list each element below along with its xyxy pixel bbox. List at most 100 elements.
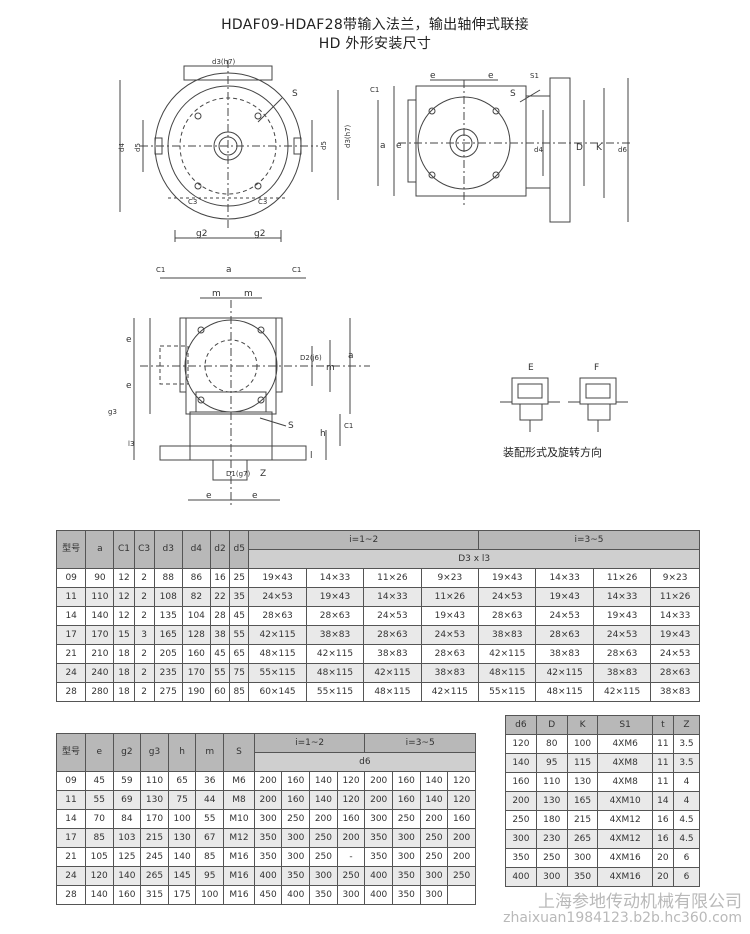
table-cell: 160 bbox=[281, 771, 311, 791]
table-cell: 200 bbox=[447, 828, 476, 848]
table-cell: 90 bbox=[85, 568, 115, 588]
table-cell: 350 bbox=[392, 866, 421, 886]
table-cell: 18 bbox=[113, 682, 135, 702]
table-cell: 140 bbox=[167, 847, 197, 867]
table-cell: 11 bbox=[651, 753, 674, 773]
table-cell: 300 bbox=[336, 885, 366, 905]
table-cell: 160 bbox=[336, 809, 366, 829]
table-cell: 300 bbox=[392, 847, 421, 867]
table-cell: 75 bbox=[167, 790, 197, 810]
column-header: d2 bbox=[209, 530, 231, 569]
table-cell: 300 bbox=[419, 866, 449, 886]
table-cell: 45 bbox=[229, 606, 250, 626]
table-cell: 250 bbox=[505, 810, 537, 830]
table-cell: M16 bbox=[223, 866, 255, 886]
column-header: 型号 bbox=[55, 530, 87, 569]
table-cell: 45 bbox=[84, 771, 114, 791]
table-cell: 115 bbox=[566, 753, 599, 773]
table-cell: 140 bbox=[505, 753, 537, 773]
column-header: d3 bbox=[153, 530, 183, 569]
label-g2-right: g2 bbox=[254, 229, 265, 239]
table-cell: 42×115 bbox=[592, 682, 652, 702]
table-cell: 275 bbox=[153, 682, 183, 702]
table-cell: 190 bbox=[181, 682, 211, 702]
label-a-vert: a bbox=[348, 351, 354, 361]
table-cell: 48×115 bbox=[305, 663, 365, 683]
table-cell: 11×26 bbox=[650, 587, 700, 607]
label-m-right: m bbox=[244, 289, 253, 299]
table-cell: 19×43 bbox=[478, 568, 537, 588]
table-cell: 67 bbox=[195, 828, 225, 848]
side-view bbox=[377, 77, 630, 223]
table-cell: 250 bbox=[419, 828, 449, 848]
table-cell: 38×83 bbox=[592, 663, 652, 683]
table-cell: 120 bbox=[447, 771, 476, 791]
table-cell: 2 bbox=[133, 606, 155, 626]
table-cell: 42×115 bbox=[420, 682, 480, 702]
table-cell: 38×83 bbox=[478, 625, 537, 645]
table-cell: 60×145 bbox=[248, 682, 307, 702]
table-cell: 140 bbox=[309, 771, 338, 791]
table-cell: 300 bbox=[281, 847, 311, 867]
table-cell: 110 bbox=[85, 587, 115, 607]
table-cell: 140 bbox=[84, 885, 114, 905]
table-cell: 400 bbox=[364, 885, 394, 905]
table-cell: M10 bbox=[223, 809, 255, 829]
table-cell: 3 bbox=[133, 625, 155, 645]
label-form-e: E bbox=[528, 363, 534, 373]
table-cell: 200 bbox=[505, 791, 537, 811]
label-d1g7: D1(g7) bbox=[226, 470, 250, 478]
table-cell: 42×115 bbox=[535, 663, 594, 683]
table-cell: 200 bbox=[309, 809, 338, 829]
table-cell: 160 bbox=[281, 790, 311, 810]
table-cell: 120 bbox=[447, 790, 476, 810]
label-e-vertical: e bbox=[396, 141, 402, 151]
table-cell: 215 bbox=[566, 810, 599, 830]
table-cell: 108 bbox=[153, 587, 183, 607]
table-cell: 110 bbox=[535, 772, 568, 792]
column-header: d5 bbox=[229, 530, 250, 569]
table-cell: 38×83 bbox=[363, 644, 422, 664]
table-cell: 12 bbox=[113, 568, 135, 588]
table-cell: 120 bbox=[336, 790, 366, 810]
table-cell: - bbox=[336, 847, 366, 867]
table-cell: 2 bbox=[133, 644, 155, 664]
column-header: e bbox=[84, 733, 114, 772]
table-cell: 4XM16 bbox=[597, 867, 653, 887]
table-cell: 140 bbox=[419, 771, 449, 791]
table-cell: M12 bbox=[223, 828, 255, 848]
label-d3h7-side: d3(h7) bbox=[344, 124, 352, 148]
table-cell: 200 bbox=[447, 847, 476, 867]
table-cell: 4XM12 bbox=[597, 810, 653, 830]
group-header: i=1~2 bbox=[253, 733, 366, 753]
table-cell: 55 bbox=[195, 809, 225, 829]
table-cell: 85 bbox=[84, 828, 114, 848]
table-cell: 350 bbox=[253, 847, 283, 867]
table-cell: 28 bbox=[55, 682, 87, 702]
column-header: Z bbox=[672, 715, 701, 735]
column-header: a bbox=[85, 530, 115, 569]
label-c3-right: C3 bbox=[258, 198, 267, 206]
column-header: S1 bbox=[597, 715, 653, 735]
column-header: d6 bbox=[505, 715, 537, 735]
table-cell: 120 bbox=[84, 866, 114, 886]
table-cell: 55×115 bbox=[478, 682, 537, 702]
table-cell: 170 bbox=[181, 663, 211, 683]
table-cell: 84 bbox=[112, 809, 142, 829]
table-cell: 38×83 bbox=[535, 644, 594, 664]
column-header: K bbox=[566, 715, 599, 735]
table-cell: 350 bbox=[364, 828, 394, 848]
table-cell: 18 bbox=[113, 663, 135, 683]
column-header: g2 bbox=[112, 733, 142, 772]
table-cell: 24×53 bbox=[592, 625, 652, 645]
table-cell: 21 bbox=[56, 847, 86, 867]
label-l3: l3 bbox=[128, 440, 134, 448]
table-cell: 200 bbox=[253, 771, 283, 791]
